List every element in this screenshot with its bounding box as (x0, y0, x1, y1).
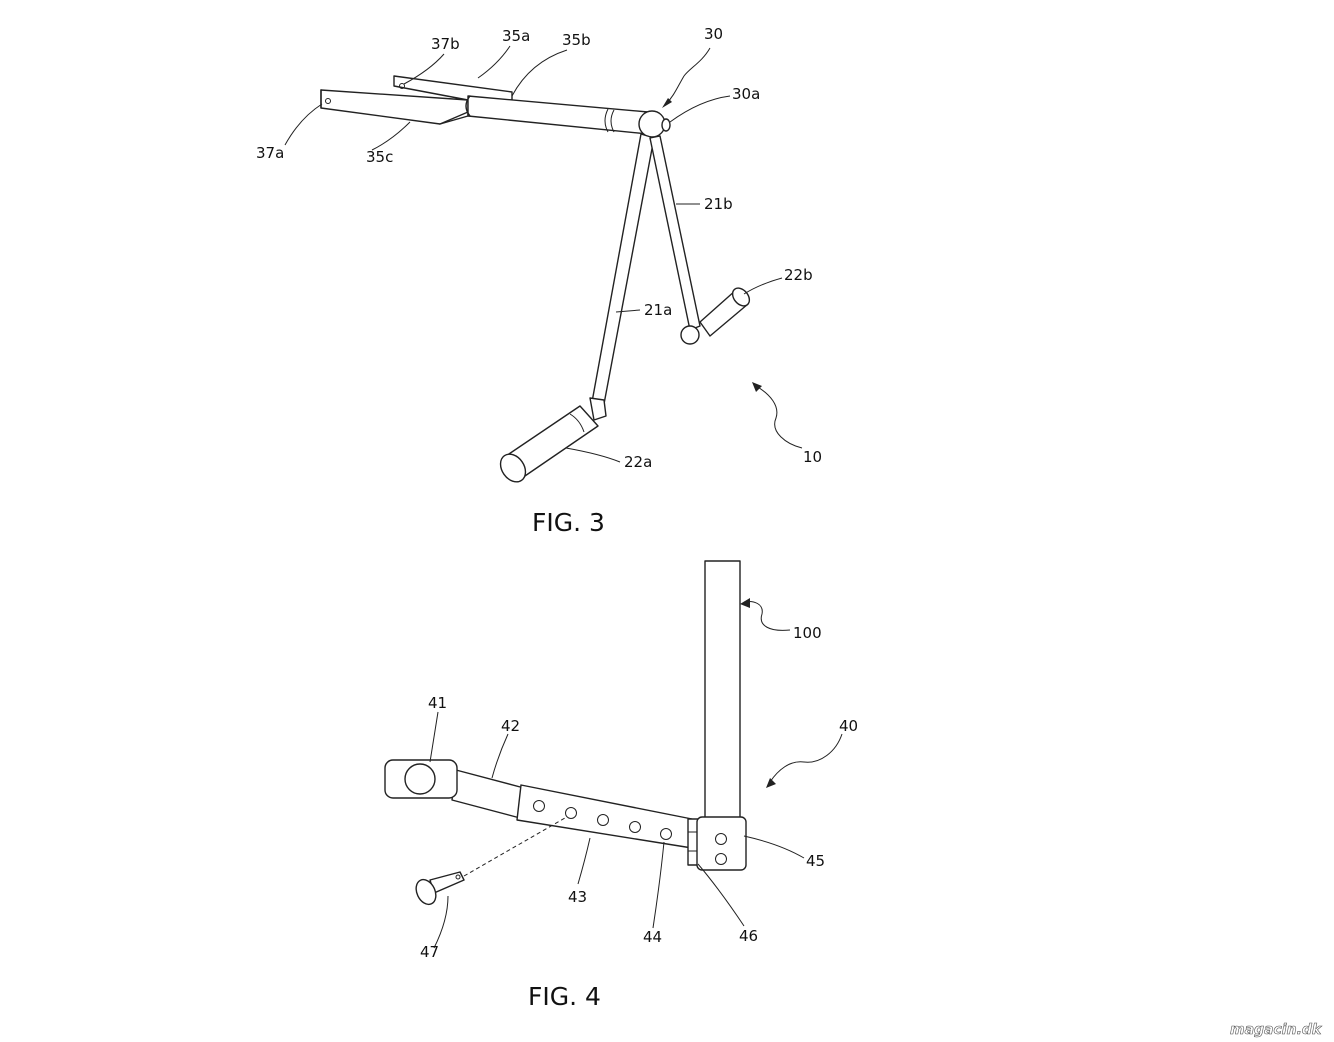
inner-tube-42 (452, 770, 524, 818)
label-37b: 37b (431, 35, 460, 53)
foot-pad-41 (385, 760, 457, 798)
bracket-45 (697, 817, 746, 870)
label-22a: 22a (624, 453, 652, 471)
label-44: 44 (643, 928, 662, 946)
label-35a: 35a (502, 27, 530, 45)
vertical-post-100 (705, 561, 740, 819)
label-47: 47 (420, 943, 439, 961)
leg-21a (590, 134, 654, 420)
label-40: 40 (839, 717, 858, 735)
grip-22a (495, 406, 598, 487)
figure-4-caption: FIG. 4 (528, 982, 601, 1011)
label-30: 30 (704, 25, 723, 43)
label-35b: 35b (562, 31, 591, 49)
pin-alignment-dashed-line (464, 818, 565, 876)
label-100: 100 (793, 624, 822, 642)
crossbar-35b (466, 96, 648, 134)
label-37a: 37a (256, 144, 284, 162)
leader-lines-fig4 (430, 598, 842, 948)
label-21a: 21a (644, 301, 672, 319)
outer-tube-43 (517, 785, 692, 848)
label-22b: 22b (784, 266, 813, 284)
pin-47 (412, 872, 464, 908)
label-41: 41 (428, 694, 447, 712)
label-10: 10 (803, 448, 822, 466)
label-30a: 30a (732, 85, 760, 103)
figure-3-caption: FIG. 3 (532, 508, 605, 537)
watermark-logo: magacin.dk (1230, 1022, 1323, 1038)
label-45: 45 (806, 852, 825, 870)
label-42: 42 (501, 717, 520, 735)
label-21b: 21b (704, 195, 733, 213)
label-43: 43 (568, 888, 587, 906)
ball-joint-30 (639, 111, 670, 137)
label-35c: 35c (366, 148, 393, 166)
figure-4: 100 41 42 40 45 43 44 46 47 FIG. 4 (385, 561, 858, 1011)
label-46: 46 (739, 927, 758, 945)
figure-3: 37b 35a 35b 30 30a 37a 35c 21b 22b 21a 2… (256, 25, 822, 537)
